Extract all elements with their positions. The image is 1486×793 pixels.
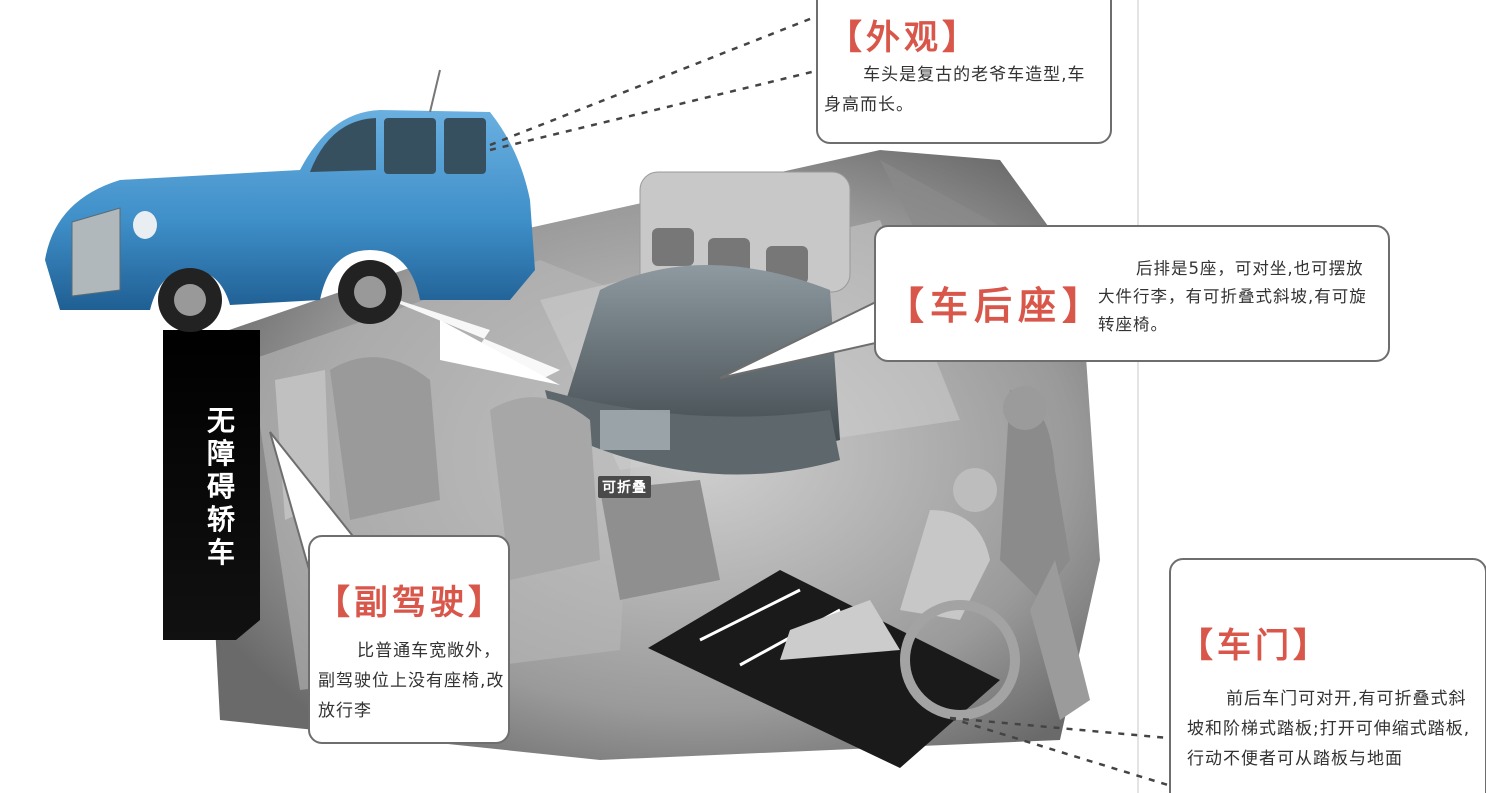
exterior-callout: 【外观】 车头是复古的老爷车造型,车身高而长。 [816, 0, 1112, 144]
door-callout: 【车门】 前后车门可对开,有可折叠式斜坡和阶梯式踏板;打开可伸缩式踏板,行动不便… [1169, 558, 1486, 793]
rear-seat-icon [545, 171, 851, 475]
rear-seat-callout: 【车后座】 后排是5座，可对坐,也可摆放大件行李，有可折叠式斜坡,有可旋转座椅。 [874, 225, 1390, 362]
exterior-text: 车头是复古的老爷车造型,车身高而长。 [824, 65, 1086, 115]
exterior-title: 【外观】 [828, 18, 980, 58]
leader-lines [489, 13, 1169, 787]
arrow-head [440, 320, 560, 385]
door-title: 【车门】 [1179, 626, 1331, 666]
vertical-title: 无障碍轿车 [206, 404, 235, 569]
copilot-title: 【副驾驶】 [316, 583, 506, 623]
foldable-tag: 可折叠 [598, 476, 651, 498]
wheelchair-user-icon [780, 386, 1090, 720]
door-text: 前后车门可对开,有可折叠式斜坡和阶梯式踏板;打开可伸缩式踏板,行动不便者可从踏板… [1187, 689, 1471, 769]
copilot-text: 比普通车宽敞外，副驾驶位上没有座椅,改放行李 [318, 641, 505, 721]
taxi-car-icon [45, 69, 535, 332]
rear-seat-text: 后排是5座，可对坐,也可摆放大件行李，有可折叠式斜坡,有可旋转座椅。 [1098, 259, 1367, 334]
copilot-callout: 【副驾驶】 比普通车宽敞外，副驾驶位上没有座椅,改放行李 [308, 535, 510, 744]
rear-seat-title: 【车后座】 [886, 284, 1107, 328]
